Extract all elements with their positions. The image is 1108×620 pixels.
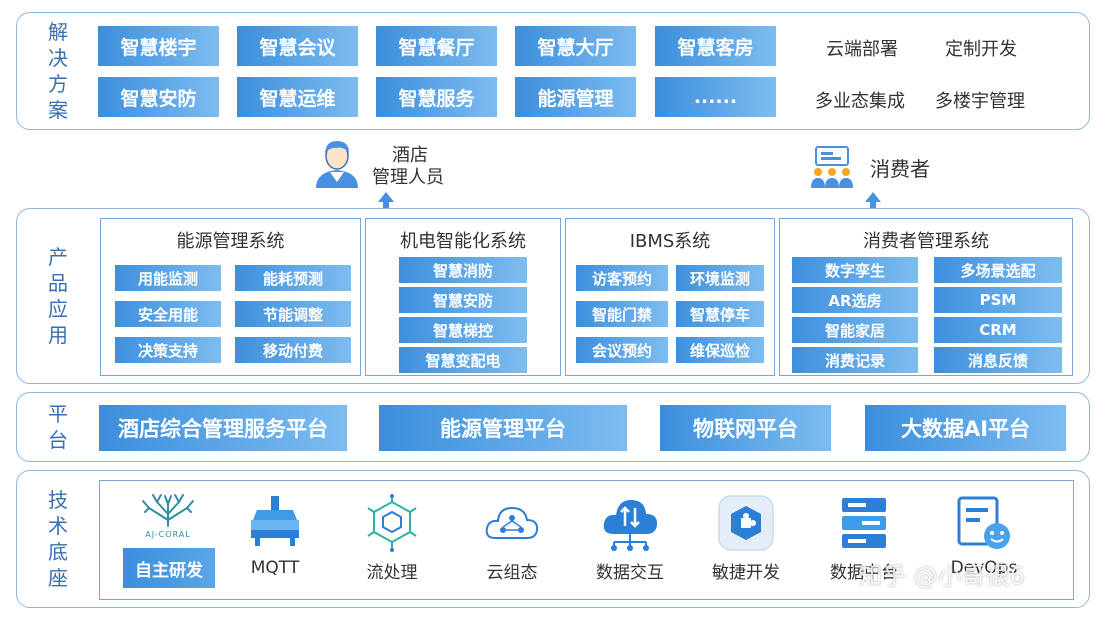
solution-multi-format: 多业态集成 bbox=[815, 91, 905, 112]
devops-icon bbox=[957, 496, 1010, 549]
chip-smart-power[interactable]: 智慧变配电 bbox=[399, 347, 527, 373]
chip-smart-home[interactable]: 智能家居 bbox=[792, 317, 918, 343]
consumer-system-box: 消费者管理系统 数字孪生 多场景选配 AR选房 PSM 智能家居 CRM 消费记… bbox=[779, 218, 1073, 376]
coral-logo-icon bbox=[142, 494, 194, 527]
chip-smart-security[interactable]: 智慧安防 bbox=[399, 287, 527, 313]
chip-energy-forecast[interactable]: 能耗预测 bbox=[235, 265, 351, 291]
tech-data-exchange[interactable]: 数据交互 bbox=[592, 494, 668, 583]
chip-maintenance[interactable]: 维保巡检 bbox=[676, 337, 764, 363]
chip-psm[interactable]: PSM bbox=[934, 287, 1062, 313]
solution-more[interactable]: ...... bbox=[655, 77, 776, 117]
tech-stream-processing[interactable]: 流处理 bbox=[357, 494, 427, 583]
chip-decision-support[interactable]: 决策支持 bbox=[115, 337, 221, 363]
platform-iot[interactable]: 物联网平台 bbox=[660, 405, 831, 451]
solutions-label: 解 决 方 案 bbox=[48, 20, 68, 122]
solution-cloud-deploy: 云端部署 bbox=[826, 39, 898, 60]
solution-custom-dev: 定制开发 bbox=[945, 39, 1017, 60]
solution-energy-management[interactable]: 能源管理 bbox=[515, 77, 636, 117]
chip-visitor-booking[interactable]: 访客预约 bbox=[576, 265, 668, 291]
tech-data-middle-platform[interactable]: 数据中台 bbox=[824, 494, 904, 583]
mep-system-title: 机电智能化系统 bbox=[400, 231, 526, 252]
chip-energy-monitoring[interactable]: 用能监测 bbox=[115, 265, 221, 291]
mqtt-icon bbox=[251, 496, 299, 546]
chip-mobile-payment[interactable]: 移动付费 bbox=[235, 337, 351, 363]
platform-bigdata-ai[interactable]: 大数据AI平台 bbox=[865, 405, 1066, 451]
hotel-manager-label: 酒店 管理人员 bbox=[372, 145, 444, 188]
coral-logo-text: AJ-CORAL bbox=[145, 530, 191, 539]
solution-smart-security[interactable]: 智慧安防 bbox=[98, 77, 219, 117]
chip-safe-energy[interactable]: 安全用能 bbox=[115, 301, 221, 327]
consumer-label: 消费者 bbox=[870, 157, 930, 181]
platform-hotel-service[interactable]: 酒店综合管理服务平台 bbox=[99, 405, 347, 451]
chip-feedback[interactable]: 消息反馈 bbox=[934, 347, 1062, 373]
consumer-group-icon bbox=[811, 146, 853, 188]
solution-smart-restaurant[interactable]: 智慧餐厅 bbox=[376, 26, 497, 66]
chip-ar-room[interactable]: AR选房 bbox=[792, 287, 918, 313]
products-label: 产 品 应 用 bbox=[48, 245, 68, 347]
data-platform-icon bbox=[842, 498, 886, 548]
solution-smart-service[interactable]: 智慧服务 bbox=[376, 77, 497, 117]
cloud-config-icon bbox=[485, 506, 539, 539]
tech-cloud-config[interactable]: 云组态 bbox=[477, 494, 547, 583]
watermark: 知乎 @小哥很6 bbox=[858, 562, 1025, 590]
chip-energy-saving[interactable]: 节能调整 bbox=[235, 301, 351, 327]
chip-smart-parking[interactable]: 智慧停车 bbox=[676, 301, 764, 327]
chip-smart-fire[interactable]: 智慧消防 bbox=[399, 257, 527, 283]
solution-smart-meeting[interactable]: 智慧会议 bbox=[237, 26, 358, 66]
hotel-manager-icon bbox=[316, 141, 358, 188]
tech-box bbox=[99, 480, 1074, 600]
mep-system-box: 机电智能化系统 智慧消防 智慧安防 智慧梯控 智慧变配电 bbox=[365, 218, 561, 376]
chip-env-monitoring[interactable]: 环境监测 bbox=[676, 265, 764, 291]
ibms-system-title: IBMS系统 bbox=[629, 231, 711, 252]
agile-dev-icon bbox=[718, 495, 774, 551]
energy-system-title: 能源管理系统 bbox=[176, 231, 285, 252]
chip-digital-twin[interactable]: 数字孪生 bbox=[792, 257, 918, 283]
tech-self-developed[interactable]: 自主研发 bbox=[123, 548, 215, 588]
solution-multi-building: 多楼宇管理 bbox=[935, 91, 1025, 112]
chip-multi-scene[interactable]: 多场景选配 bbox=[934, 257, 1062, 283]
solution-smart-building[interactable]: 智慧楼宇 bbox=[98, 26, 219, 66]
chip-smart-elevator[interactable]: 智慧梯控 bbox=[399, 317, 527, 343]
tech-mqtt[interactable]: MQTT bbox=[240, 494, 310, 578]
platform-energy[interactable]: 能源管理平台 bbox=[379, 405, 627, 451]
data-exchange-icon bbox=[603, 500, 658, 551]
chip-meeting-booking[interactable]: 会议预约 bbox=[576, 337, 668, 363]
ibms-system-box: IBMS系统 访客预约 环境监测 智能门禁 智慧停车 会议预约 维保巡检 bbox=[565, 218, 775, 376]
chip-crm[interactable]: CRM bbox=[934, 317, 1062, 343]
platform-label: 平 台 bbox=[48, 402, 68, 452]
chip-access-control[interactable]: 智能门禁 bbox=[576, 301, 668, 327]
energy-system-box: 能源管理系统 用能监测 能耗预测 安全用能 节能调整 决策支持 移动付费 bbox=[100, 218, 361, 376]
tech-devops[interactable]: DevOps bbox=[944, 494, 1024, 578]
consumer-system-title: 消费者管理系统 bbox=[863, 231, 989, 252]
solution-smart-lobby[interactable]: 智慧大厅 bbox=[515, 26, 636, 66]
tech-label: 技 术 底 座 bbox=[48, 488, 68, 590]
solution-smart-room[interactable]: 智慧客房 bbox=[655, 26, 776, 66]
chip-consumption-record[interactable]: 消费记录 bbox=[792, 347, 918, 373]
solution-smart-ops[interactable]: 智慧运维 bbox=[237, 77, 358, 117]
stream-processing-icon bbox=[367, 494, 417, 552]
tech-agile-dev[interactable]: 敏捷开发 bbox=[706, 494, 786, 583]
